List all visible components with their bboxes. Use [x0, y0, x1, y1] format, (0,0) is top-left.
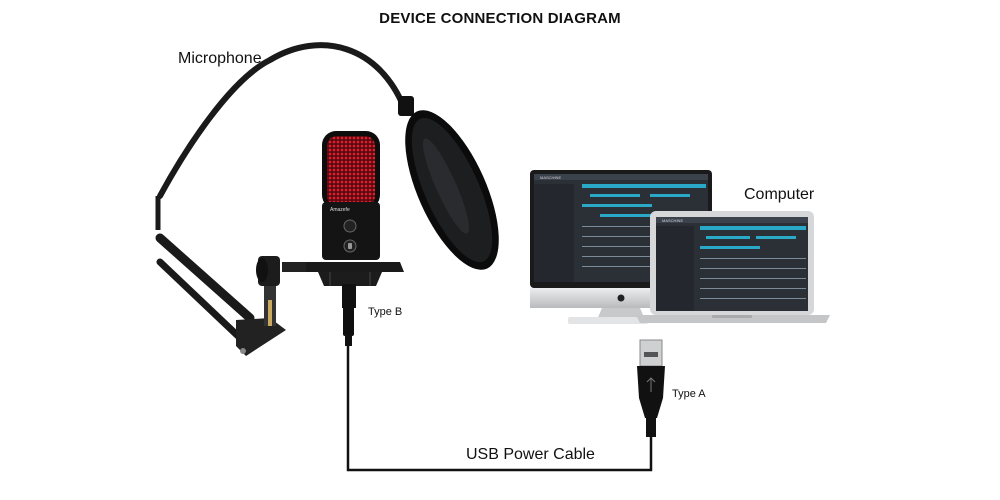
svg-text:MASCHINE: MASCHINE: [662, 218, 683, 223]
boom-arm: [155, 196, 286, 356]
type-a-label: Type A: [672, 388, 706, 400]
svg-text:MASCHINE: MASCHINE: [540, 175, 561, 180]
usb-cable-label: USB Power Cable: [466, 446, 595, 463]
mic-grille: [327, 136, 375, 206]
type-b-connector: [343, 300, 354, 346]
apple-logo-icon: [617, 294, 625, 302]
keyboard: [568, 317, 648, 324]
laptop-base: [636, 315, 830, 323]
shock-mount: [282, 262, 404, 308]
mic-brand: Amazefe: [330, 207, 350, 213]
usb-cable: [346, 345, 653, 472]
pop-filter: [398, 96, 499, 270]
microphone: Amazefe: [322, 131, 380, 260]
computer-label: Computer: [744, 186, 815, 203]
type-b-label: Type B: [368, 306, 403, 318]
gooseneck: [157, 42, 408, 199]
laptop-computer: MASCHINE: [636, 211, 830, 323]
usb-symbol-icon: [646, 377, 656, 392]
diagram-title: DEVICE CONNECTION DIAGRAM: [379, 10, 621, 27]
gain-knob-icon: [343, 219, 357, 233]
microphone-label: Microphone: [178, 50, 262, 67]
type-a-connector: [637, 339, 665, 437]
